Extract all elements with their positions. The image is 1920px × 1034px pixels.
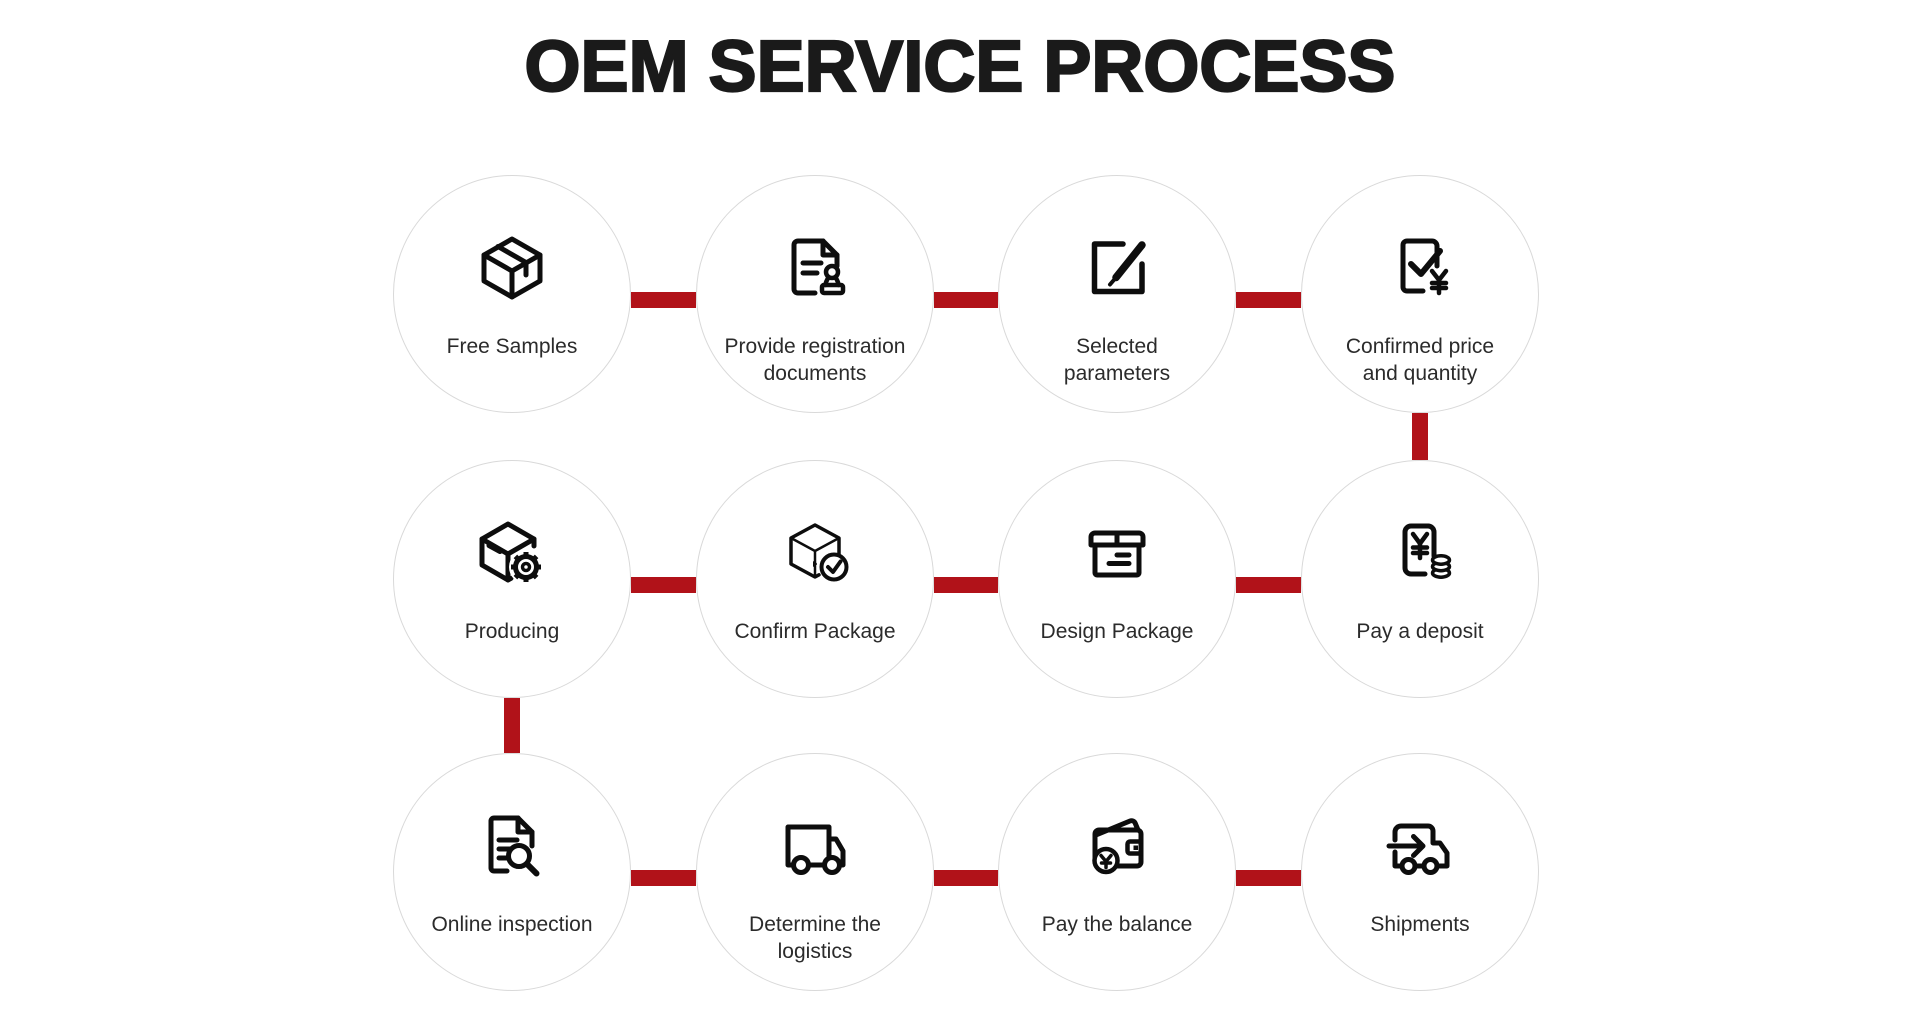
step-label: Shipments: [1370, 913, 1470, 936]
step-determine-the-logistics: Determine the logistics: [696, 753, 934, 991]
box-check-icon: [777, 515, 853, 591]
delivery-truck-icon: [777, 808, 853, 884]
connector: [1236, 870, 1301, 886]
connector: [631, 577, 696, 593]
connector: [934, 292, 998, 308]
connector: [1412, 413, 1428, 460]
box-gear-icon: [474, 515, 550, 591]
page-title: OEM SERVICE PROCESS: [523, 26, 1396, 108]
checklist-yen-icon: [1382, 230, 1458, 306]
step-confirmed-price-quantity: Confirmed price and quantity: [1301, 175, 1539, 413]
package-box-icon: [474, 230, 550, 306]
step-label: Producing: [464, 620, 560, 643]
step-selected-parameters: Selected parameters: [998, 175, 1236, 413]
shipment-truck-icon: [1382, 808, 1458, 884]
step-shipments: Shipments: [1301, 753, 1539, 991]
carton-box-icon: [1079, 515, 1155, 591]
step-free-samples: Free Samples: [393, 175, 631, 413]
connector: [1236, 292, 1301, 308]
step-online-inspection: Online inspection: [393, 753, 631, 991]
document-magnifier-icon: [474, 808, 550, 884]
step-label: Confirmed price and quantity: [1345, 335, 1495, 385]
step-pay-the-balance: Pay the balance: [998, 753, 1236, 991]
step-label: Selected parameters: [1063, 335, 1171, 385]
wallet-yen-icon: [1079, 808, 1155, 884]
connector: [631, 292, 696, 308]
connector: [631, 870, 696, 886]
step-label: Pay the balance: [1041, 913, 1193, 936]
step-label: Pay a deposit: [1356, 620, 1484, 643]
step-provide-registration-documents: Provide registration documents: [696, 175, 934, 413]
step-confirm-package: Confirm Package: [696, 460, 934, 698]
step-label: Confirm Package: [734, 620, 896, 643]
step-design-package: Design Package: [998, 460, 1236, 698]
step-producing: Producing: [393, 460, 631, 698]
yen-card-coins-icon: [1382, 515, 1458, 591]
step-pay-a-deposit: Pay a deposit: [1301, 460, 1539, 698]
step-label: Design Package: [1040, 620, 1194, 643]
connector: [1236, 577, 1301, 593]
edit-square-icon: [1079, 230, 1155, 306]
connector: [934, 577, 998, 593]
connector: [934, 870, 998, 886]
step-label: Free Samples: [446, 335, 578, 358]
step-label: Provide registration documents: [724, 335, 906, 385]
connector: [504, 698, 520, 753]
document-stamp-icon: [777, 230, 853, 306]
step-label: Determine the logistics: [749, 913, 881, 963]
step-label: Online inspection: [431, 913, 593, 936]
